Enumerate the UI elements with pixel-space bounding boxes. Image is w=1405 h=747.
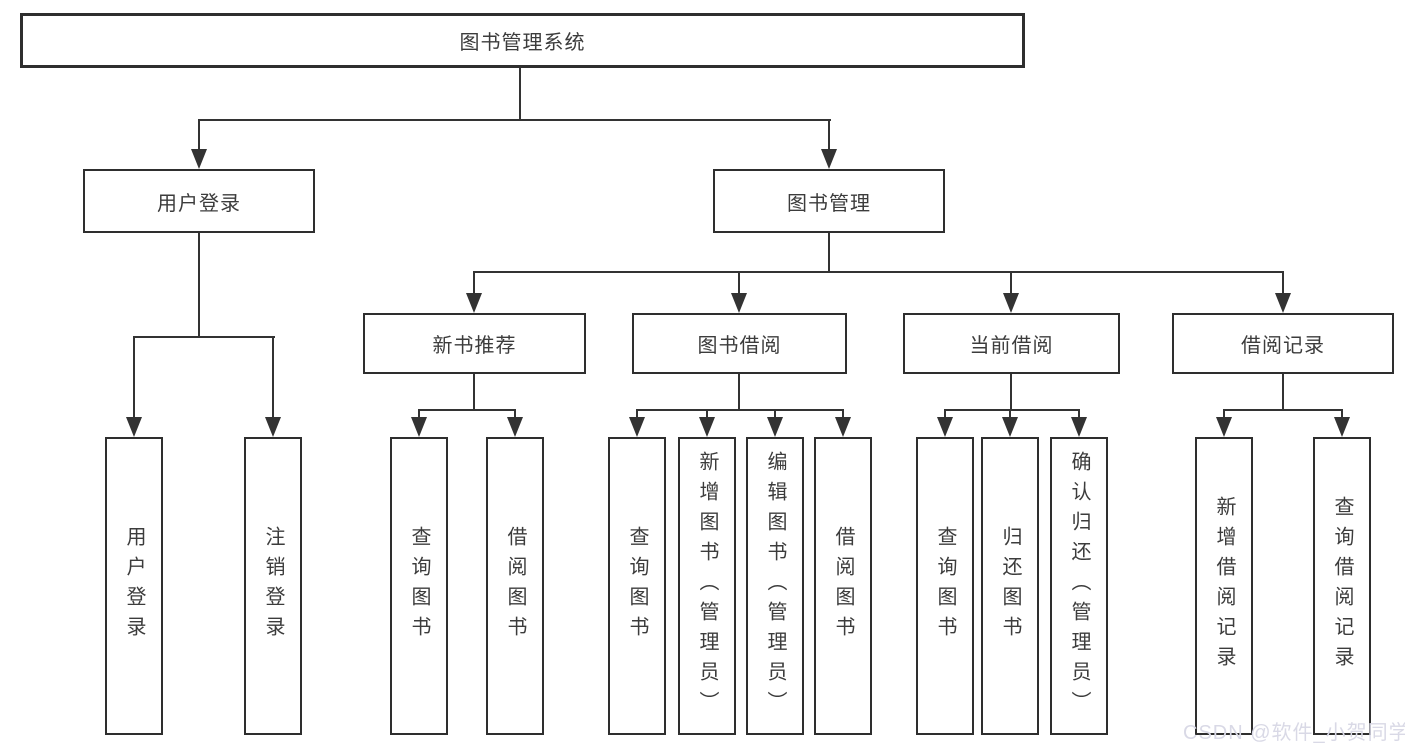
arrow-down-icon — [191, 149, 207, 169]
arrow-down-icon — [1002, 417, 1018, 437]
connector-current-drop-3 — [1078, 409, 1080, 419]
leaf-borrow-edit-books-admin-label: 编辑图书（管理员） — [764, 451, 786, 721]
node-current-borrow: 当前借阅 — [903, 313, 1120, 374]
connector-record-stem — [1282, 374, 1284, 411]
connector-newbook-stem — [473, 374, 475, 411]
leaf-borrow-borrow-books: 借阅图书 — [814, 437, 872, 735]
node-current-borrow-label: 当前借阅 — [969, 335, 1054, 357]
leaf-record-query-borrow-record-label: 查询借阅记录 — [1331, 496, 1353, 676]
arrow-down-icon — [411, 417, 427, 437]
arrow-down-icon — [1275, 293, 1291, 313]
connector-userlogin-drop-2 — [272, 336, 274, 419]
leaf-logout-label: 注销登录 — [262, 526, 284, 646]
connector-newbook-rail — [418, 409, 516, 411]
leaf-current-query-books: 查询图书 — [916, 437, 974, 735]
connector-root-drop-right — [828, 119, 830, 151]
connector-current-drop-2 — [1009, 409, 1011, 419]
node-book-management: 图书管理 — [713, 169, 945, 233]
node-book-borrow: 图书借阅 — [632, 313, 847, 374]
connector-newbook-drop-2 — [514, 409, 516, 419]
arrow-down-icon — [1216, 417, 1232, 437]
connector-borrow-stem — [738, 374, 740, 411]
connector-borrow-drop-1 — [636, 409, 638, 419]
node-new-book-recommend-label: 新书推荐 — [432, 335, 517, 357]
connector-record-drop-2 — [1341, 409, 1343, 419]
connector-bookmgmt-drop-2 — [738, 271, 740, 295]
leaf-newbook-query-books: 查询图书 — [390, 437, 448, 735]
leaf-current-query-books-label: 查询图书 — [934, 526, 956, 646]
connector-userlogin-rail — [133, 336, 275, 338]
leaf-record-query-borrow-record: 查询借阅记录 — [1313, 437, 1371, 735]
connector-record-drop-1 — [1223, 409, 1225, 419]
connector-userlogin-stem — [198, 233, 200, 338]
node-borrow-record-label: 借阅记录 — [1241, 335, 1325, 357]
arrow-down-icon — [821, 149, 837, 169]
connector-current-stem — [1010, 374, 1012, 411]
connector-bookmgmt-drop-1 — [473, 271, 475, 295]
leaf-current-return-books-label: 归还图书 — [999, 526, 1021, 646]
leaf-record-add-borrow-record-label: 新增借阅记录 — [1213, 496, 1235, 676]
arrow-down-icon — [1334, 417, 1350, 437]
arrow-down-icon — [937, 417, 953, 437]
arrow-down-icon — [835, 417, 851, 437]
node-user-login-label: 用户登录 — [157, 192, 241, 215]
leaf-user-login: 用户登录 — [105, 437, 163, 735]
connector-borrow-drop-2 — [706, 409, 708, 419]
node-borrow-record: 借阅记录 — [1172, 313, 1394, 374]
connector-newbook-drop-1 — [418, 409, 420, 419]
node-book-borrow-label: 图书借阅 — [697, 335, 782, 357]
arrow-down-icon — [699, 417, 715, 437]
leaf-user-login-label: 用户登录 — [123, 526, 145, 646]
arrow-down-icon — [265, 417, 281, 437]
connector-record-rail — [1223, 409, 1343, 411]
connector-borrow-drop-3 — [774, 409, 776, 419]
leaf-borrow-edit-books-admin: 编辑图书（管理员） — [746, 437, 804, 735]
leaf-borrow-add-books-admin-label: 新增图书（管理员） — [696, 451, 718, 721]
leaf-current-confirm-return-admin: 确认归还（管理员） — [1050, 437, 1108, 735]
arrow-down-icon — [466, 293, 482, 313]
connector-borrow-rail — [636, 409, 844, 411]
connector-bookmgmt-stem — [828, 233, 830, 273]
arrow-down-icon — [507, 417, 523, 437]
connector-root-rail — [198, 119, 831, 121]
connector-bookmgmt-rail — [473, 271, 1284, 273]
arrow-down-icon — [767, 417, 783, 437]
leaf-current-confirm-return-admin-label: 确认归还（管理员） — [1068, 451, 1090, 721]
arrow-down-icon — [126, 417, 142, 437]
connector-bookmgmt-drop-4 — [1282, 271, 1284, 295]
leaf-borrow-borrow-books-label: 借阅图书 — [832, 526, 854, 646]
connector-borrow-drop-4 — [842, 409, 844, 419]
node-new-book-recommend: 新书推荐 — [363, 313, 586, 374]
leaf-borrow-query-books-label: 查询图书 — [626, 526, 648, 646]
connector-current-rail — [944, 409, 1080, 411]
leaf-borrow-query-books: 查询图书 — [608, 437, 666, 735]
connector-root-drop-left — [198, 119, 200, 151]
connector-bookmgmt-drop-3 — [1010, 271, 1012, 295]
leaf-borrow-add-books-admin: 新增图书（管理员） — [678, 437, 736, 735]
leaf-newbook-borrow-books-label: 借阅图书 — [504, 526, 526, 646]
arrow-down-icon — [1003, 293, 1019, 313]
leaf-record-add-borrow-record: 新增借阅记录 — [1195, 437, 1253, 735]
node-root-label: 图书管理系统 — [459, 32, 586, 54]
csdn-watermark: CSDN @软件_小贺同学 — [1183, 722, 1405, 744]
arrow-down-icon — [629, 417, 645, 437]
leaf-current-return-books: 归还图书 — [981, 437, 1039, 735]
arrow-down-icon — [1071, 417, 1087, 437]
leaf-logout: 注销登录 — [244, 437, 302, 735]
connector-userlogin-drop-1 — [133, 336, 135, 419]
connector-current-drop-1 — [944, 409, 946, 419]
leaf-newbook-borrow-books: 借阅图书 — [486, 437, 544, 735]
arrow-down-icon — [731, 293, 747, 313]
leaf-newbook-query-books-label: 查询图书 — [408, 526, 430, 646]
node-user-login: 用户登录 — [83, 169, 315, 233]
node-root-system: 图书管理系统 — [20, 13, 1025, 68]
node-book-management-label: 图书管理 — [787, 192, 871, 215]
connector-root-stem — [519, 68, 521, 121]
